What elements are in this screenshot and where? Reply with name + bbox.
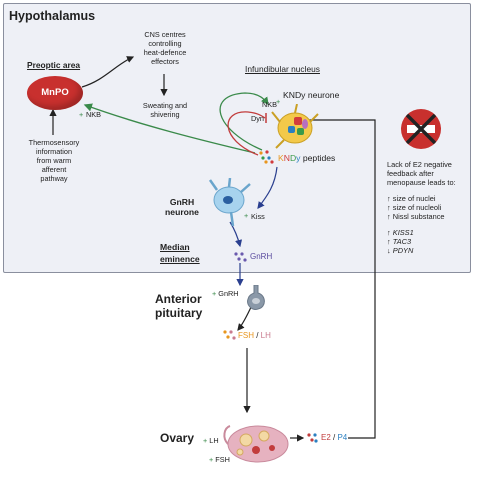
kiss-to-gnrh-arrow [257, 166, 278, 209]
hypothalamus-title: Hypothalamus [9, 9, 96, 23]
nkb-to-mnpo-arrow [83, 103, 256, 154]
kndy-peptides-label: KNDy peptides [278, 153, 336, 163]
mnpo-to-cns-arrow [81, 56, 135, 88]
nkb-autocrine-arrow [219, 92, 269, 151]
steroid-dots-icon [307, 433, 318, 443]
gnrh-release-arrow [229, 221, 243, 248]
mnpo-plus-sign: + [79, 110, 84, 119]
preoptic-area-label: Preoptic area [27, 60, 81, 70]
thermosensory-text: Thermosensory information from warm affe… [28, 138, 80, 183]
mnpo-nkb-label: NKB [86, 110, 102, 119]
kndy-neurone-icon [271, 104, 319, 149]
gonadotropin-dots-icon [223, 330, 236, 340]
gene-effects-list: ↑ KISS1 ↑ TAC3 ↓ PDYN [387, 228, 414, 255]
infundibular-nucleus-label: Infundibular nucleus [245, 64, 320, 74]
pituitary-gland-icon [247, 285, 265, 310]
kndy-nkb-plus: + [276, 97, 281, 106]
gnrh-neurone-label: GnRH neurone [165, 197, 199, 217]
pituitary-gnrh-label: + GnRH [212, 289, 239, 298]
e2-p4-label: E2 / P4 [321, 433, 348, 442]
effect-pdyn: ↓ PDYN [387, 246, 414, 255]
ovary-lh-label: + LH [203, 436, 219, 445]
gnrh-neurone-icon [208, 178, 251, 227]
effect-nuclei: ↑ size of nuclei [387, 194, 436, 203]
peptide-dots-icon [259, 150, 274, 164]
ovary-icon [223, 425, 289, 463]
mnpo-label: MnPO [41, 87, 69, 98]
kiss-plus-sign: + [244, 211, 249, 220]
effect-nissl: ↑ Nissl substance [387, 212, 445, 221]
hypothalamus-region [3, 3, 471, 273]
mnpo-nucleus: MnPO [27, 76, 83, 110]
anterior-pituitary-label: Anterior pituitary [155, 292, 203, 320]
lack-feedback-text: Lack of E2 negative feedback after menop… [387, 160, 456, 187]
dyn-autocrine-arrow [227, 111, 266, 156]
kiss-label: Kiss [251, 212, 265, 221]
morphology-effects-list: ↑ size of nuclei ↑ size of nucleoli ↑ Ni… [387, 194, 445, 221]
gnrh-dots-icon [234, 252, 247, 262]
ovary-fsh-label: + FSH [209, 455, 230, 464]
no-entry-icon [401, 109, 441, 149]
gnrh-label: GnRH [250, 252, 273, 261]
kndy-neurone-label: KNDy neurone [283, 90, 340, 100]
sweating-text: Sweating and shivering [142, 101, 188, 119]
effect-kiss1: ↑ KISS1 [387, 228, 414, 237]
kndy-nkb-label: NKB [262, 100, 278, 109]
median-eminence-label: Median eminence [160, 242, 200, 264]
effect-tac3: ↑ TAC3 [387, 237, 412, 246]
cns-centres-text: CNS centres controlling heat-defence eff… [143, 30, 187, 66]
fsh-lh-label: FSH / LH [238, 331, 271, 340]
steroid-feedback-arrow [298, 116, 376, 439]
effect-nucleoli: ↑ size of nucleoli [387, 203, 442, 212]
ovary-label: Ovary [160, 431, 195, 445]
kndy-dyn-label: Dyn [251, 114, 264, 123]
